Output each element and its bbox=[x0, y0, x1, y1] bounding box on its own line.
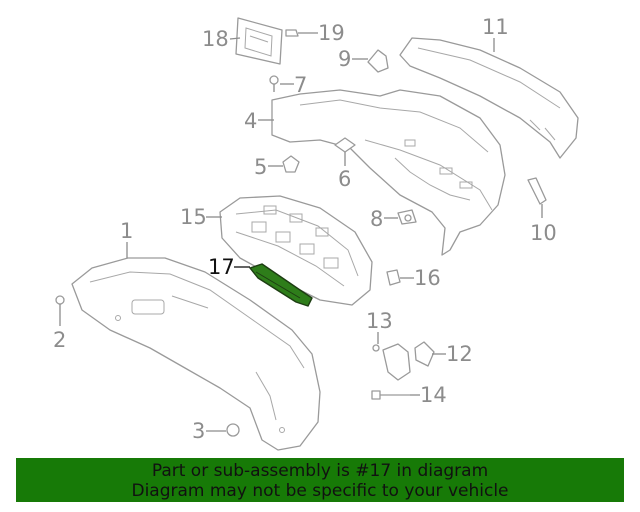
part-1-lower-bumper bbox=[71, 257, 321, 451]
svg-text:11: 11 bbox=[482, 15, 509, 39]
callout-10[interactable]: 10 bbox=[530, 204, 557, 245]
part-5-nut bbox=[282, 155, 300, 173]
svg-text:16: 16 bbox=[414, 266, 441, 290]
part-15-lower-panel bbox=[219, 195, 373, 306]
part-9-bracket bbox=[367, 49, 389, 73]
callout-1[interactable]: 1 bbox=[120, 219, 133, 258]
callout-17[interactable]: 17 bbox=[208, 255, 250, 279]
part-13-screw bbox=[372, 344, 380, 352]
part-14-bolt bbox=[371, 390, 410, 400]
callout-7[interactable]: 7 bbox=[280, 73, 307, 97]
part-16-clip bbox=[386, 269, 401, 286]
svg-text:1: 1 bbox=[120, 219, 133, 243]
part-19-clip bbox=[285, 29, 299, 37]
callout-9[interactable]: 9 bbox=[338, 47, 368, 71]
svg-text:3: 3 bbox=[192, 419, 205, 443]
callout-5[interactable]: 5 bbox=[254, 155, 283, 179]
callout-3[interactable]: 3 bbox=[192, 419, 226, 443]
callout-18[interactable]: 18 bbox=[202, 27, 241, 51]
svg-text:7: 7 bbox=[294, 73, 307, 97]
part-7-screw bbox=[269, 75, 279, 92]
banner-line-1: Part or sub-assembly is #17 in diagram bbox=[151, 461, 489, 481]
info-banner: Part or sub-assembly is #17 in diagram D… bbox=[16, 458, 624, 502]
svg-text:8: 8 bbox=[370, 207, 383, 231]
svg-text:17: 17 bbox=[208, 255, 235, 279]
part-17-reinforcement bbox=[249, 263, 313, 307]
callout-14[interactable]: 14 bbox=[410, 383, 447, 407]
part-18-license-bracket bbox=[235, 17, 283, 65]
callout-13[interactable]: 13 bbox=[366, 309, 393, 344]
part-11-bumper-upper-cover bbox=[399, 37, 579, 159]
callout-16[interactable]: 16 bbox=[400, 266, 441, 290]
part-3-nut bbox=[226, 423, 240, 437]
banner-line-2: Diagram may not be specific to your vehi… bbox=[131, 481, 509, 501]
svg-text:13: 13 bbox=[366, 309, 393, 333]
callout-19[interactable]: 19 bbox=[298, 21, 345, 45]
svg-text:2: 2 bbox=[53, 328, 66, 352]
parts-diagram: 18 19 9 11 7 4 5 6 15 8 10 1 bbox=[53, 15, 579, 451]
svg-text:12: 12 bbox=[446, 342, 473, 366]
callout-8[interactable]: 8 bbox=[370, 207, 398, 231]
callout-11[interactable]: 11 bbox=[482, 15, 509, 52]
svg-text:14: 14 bbox=[420, 383, 447, 407]
part-2-screw bbox=[55, 295, 65, 312]
svg-text:5: 5 bbox=[254, 155, 267, 179]
part-4-bumper-cover bbox=[271, 89, 506, 256]
part-10-trim bbox=[527, 177, 547, 205]
svg-text:19: 19 bbox=[318, 21, 345, 45]
part-8-fastener bbox=[397, 209, 417, 225]
callout-4[interactable]: 4 bbox=[244, 109, 274, 133]
svg-text:15: 15 bbox=[180, 205, 207, 229]
part-12-bracket bbox=[382, 341, 435, 381]
part-6-clip bbox=[334, 137, 356, 153]
callout-2[interactable]: 2 bbox=[53, 312, 66, 352]
svg-text:18: 18 bbox=[202, 27, 229, 51]
svg-text:4: 4 bbox=[244, 109, 257, 133]
callout-15[interactable]: 15 bbox=[180, 205, 222, 229]
svg-text:10: 10 bbox=[530, 221, 557, 245]
callout-12[interactable]: 12 bbox=[432, 342, 473, 366]
svg-text:6: 6 bbox=[338, 167, 351, 191]
callout-6[interactable]: 6 bbox=[338, 152, 351, 191]
svg-text:9: 9 bbox=[338, 47, 351, 71]
